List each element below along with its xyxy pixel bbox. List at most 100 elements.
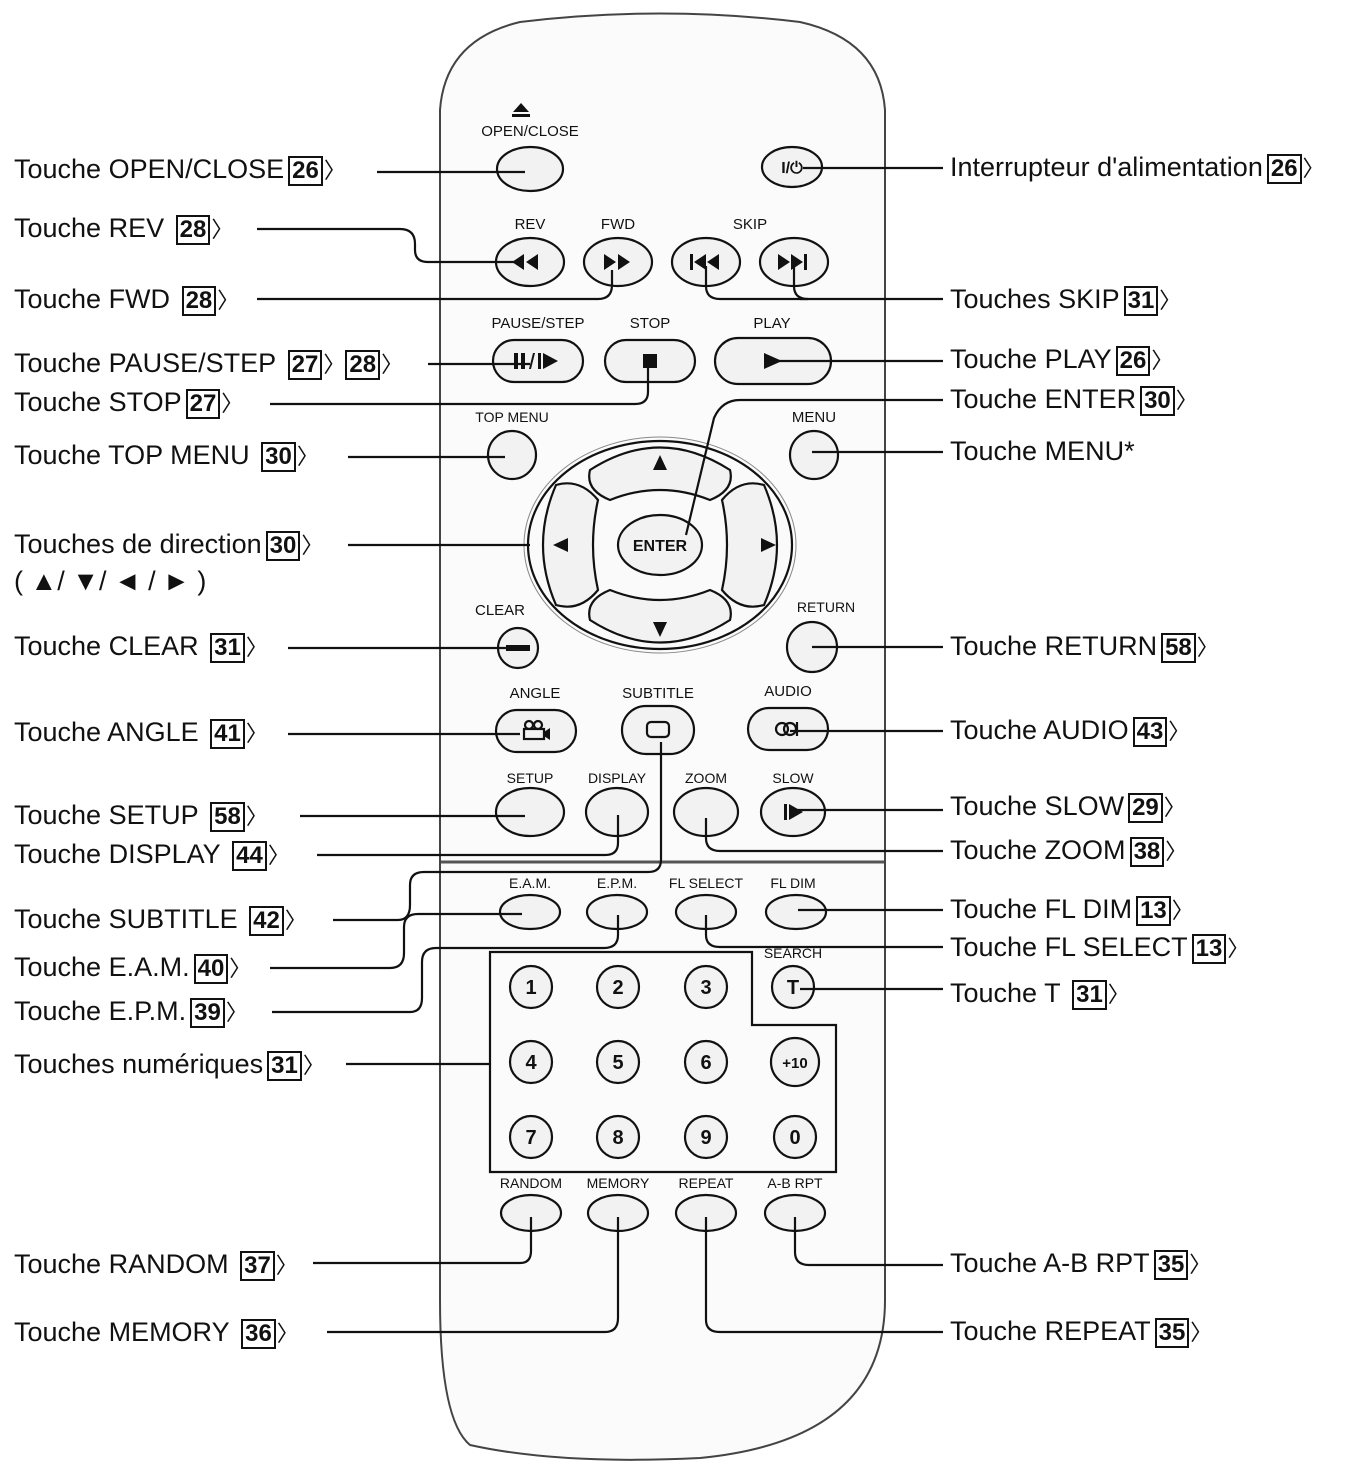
setup-button[interactable] (494, 786, 566, 838)
zoom-text: ZOOM (685, 770, 727, 786)
label-t: Touche T 31〉 (950, 978, 1130, 1010)
page-ref: 31 (210, 633, 245, 663)
page-ref: 43 (1132, 717, 1168, 747)
skip-text: SKIP (733, 216, 767, 233)
label-text: Touche SUBTITLE (14, 904, 238, 934)
t-button[interactable] (770, 964, 816, 1010)
subtitle-button[interactable] (620, 704, 696, 756)
label-text: Touche A-B RPT (950, 1248, 1150, 1278)
open-close-button[interactable] (495, 145, 565, 193)
number-2-button[interactable] (595, 964, 641, 1010)
stop-icon (643, 354, 657, 368)
number-9-button[interactable] (683, 1114, 729, 1160)
fl-dim-button[interactable] (764, 893, 828, 931)
label-random: Touche RANDOM 37〉 (14, 1249, 298, 1281)
label-text: Touche E.A.M. (14, 952, 190, 982)
enter-button[interactable] (616, 513, 704, 577)
page-ref: 40 (193, 954, 229, 984)
menu-text: MENU (792, 409, 836, 426)
menu-button[interactable] (788, 429, 840, 481)
number-7-button[interactable] (508, 1114, 554, 1160)
play-icon (764, 353, 782, 369)
stop-text: STOP (630, 315, 671, 332)
angle-button[interactable] (494, 708, 578, 754)
page-ref: 28 (181, 286, 217, 316)
label-text: Touche STOP (14, 387, 182, 417)
page-ref: 13 (1136, 896, 1171, 926)
label-text: Touche TOP MENU (14, 440, 250, 470)
label-pause-step: Touche PAUSE/STEP 27〉28〉 (14, 348, 404, 380)
label-text: Touche FL DIM (950, 894, 1133, 924)
plus-10-button[interactable] (769, 1036, 821, 1088)
page-ref: 31 (1072, 980, 1107, 1010)
number-0-button[interactable] (772, 1114, 818, 1160)
label-text: Touche DISPLAY (14, 839, 221, 869)
down-button[interactable] (588, 588, 732, 644)
label-text: Touche SETUP (14, 800, 199, 830)
page-ref: 58 (210, 802, 245, 832)
label-text: Touche RANDOM (14, 1249, 229, 1279)
number-6-button[interactable] (683, 1039, 729, 1085)
label-text: Touche RETURN (950, 631, 1158, 661)
fwd-text: FWD (601, 216, 635, 233)
label-text: Touche ANGLE (14, 717, 199, 747)
repeat-text: REPEAT (679, 1175, 734, 1191)
page-ref: 31 (1123, 286, 1159, 316)
label-text: Touche E.P.M. (14, 996, 187, 1026)
number-0-text: 0 (789, 1127, 800, 1149)
page-ref: 28 (175, 215, 211, 245)
display-text: DISPLAY (588, 770, 647, 786)
page-ref: 41 (210, 719, 245, 749)
number-3-button[interactable] (683, 964, 729, 1010)
label-text: Touche FWD (14, 284, 171, 314)
top-menu-button[interactable] (486, 429, 538, 481)
label-display: Touche DISPLAY 44〉 (14, 839, 290, 871)
page-ref: 13 (1191, 934, 1227, 964)
label-memory: Touche MEMORY 36〉 (14, 1317, 299, 1349)
label-text: Touches numériques (14, 1049, 264, 1079)
eam-button[interactable] (498, 893, 562, 931)
clear-text: CLEAR (475, 602, 525, 619)
setup-text: SETUP (507, 770, 554, 786)
label-subtitle: Touche SUBTITLE 42〉 (14, 904, 307, 936)
number-5-button[interactable] (595, 1039, 641, 1085)
label-eam: Touche E.A.M.40〉 (14, 952, 252, 984)
label-clear: Touche CLEAR 31〉 (14, 631, 268, 663)
number-8-text: 8 (612, 1127, 623, 1149)
right-button[interactable] (720, 482, 779, 608)
left-arrow-icon (553, 538, 568, 552)
number-1-text: 1 (525, 977, 536, 999)
number-5-text: 5 (612, 1052, 623, 1074)
label-angle: Touche ANGLE 41〉 (14, 717, 268, 749)
page-ref: 44 (232, 841, 267, 871)
number-6-text: 6 (700, 1052, 711, 1074)
epm-text: E.P.M. (597, 875, 637, 891)
number-1-button[interactable] (508, 964, 554, 1010)
number-4-text: 4 (525, 1052, 537, 1074)
rev-text: REV (515, 216, 546, 233)
left-button[interactable] (541, 482, 600, 608)
label-top-menu: Touche TOP MENU 30〉 (14, 440, 319, 472)
label-text: Touche SLOW (950, 791, 1125, 821)
fast-forward-icon (604, 254, 630, 270)
t-text: T (787, 977, 799, 999)
page-ref: 26 (288, 156, 323, 186)
label-text: Touche PLAY (950, 344, 1112, 374)
fl-dim-text: FL DIM (770, 875, 815, 891)
page-ref: 39 (190, 998, 225, 1028)
open-close-text: OPEN/CLOSE (481, 123, 579, 140)
label-text: Touches de direction (14, 529, 262, 559)
number-4-button[interactable] (508, 1039, 554, 1085)
play-text: PLAY (753, 315, 790, 332)
number-8-button[interactable] (595, 1114, 641, 1160)
up-button[interactable] (588, 446, 732, 502)
